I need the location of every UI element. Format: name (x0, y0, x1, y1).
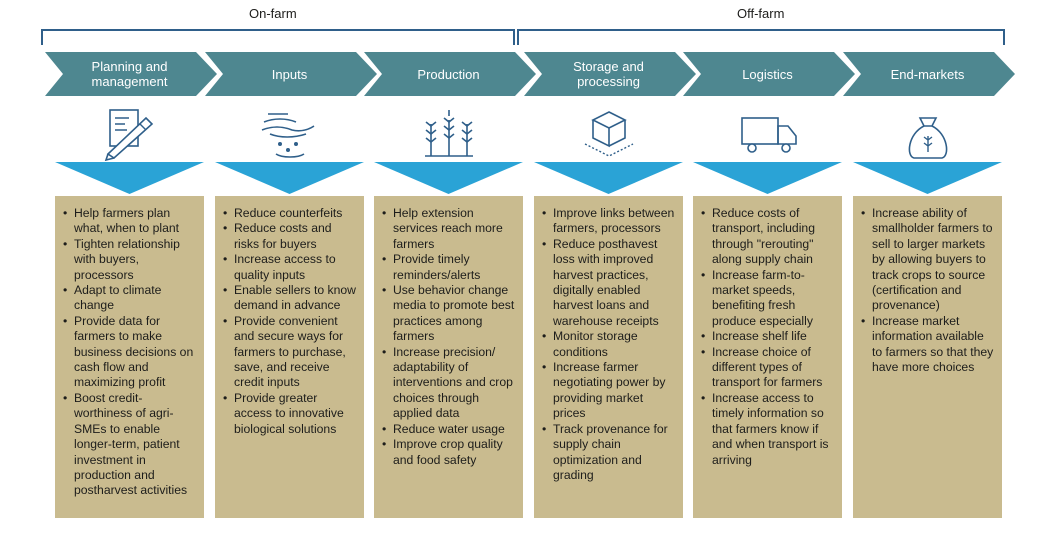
bullet-item: Reduce water usage (382, 422, 515, 438)
box-inputs: Reduce counterfeitsReduce costs and risk… (215, 196, 364, 518)
chevron-storage-and-processing: Storage and processing (524, 52, 696, 96)
pen-paper-icon (50, 104, 210, 162)
bullet-item: Provide convenient and secure ways for f… (223, 314, 356, 391)
truck-icon (688, 104, 848, 158)
bullet-list: Reduce counterfeitsReduce costs and risk… (223, 206, 356, 437)
chevron-end-markets: End-markets (843, 52, 1015, 96)
bullet-item: Increase choice of different types of tr… (701, 345, 834, 391)
chevron-shape (45, 52, 217, 96)
stage-title: End-markets (890, 66, 965, 82)
bullet-item: Increase shelf life (701, 329, 834, 345)
bullet-list: Increase ability of smallholder farmers … (861, 206, 994, 375)
bullet-item: Provide timely reminders/alerts (382, 252, 515, 283)
bullet-item: Improve crop quality and food safety (382, 437, 515, 468)
bullet-item: Reduce costs and risks for buyers (223, 221, 356, 252)
chevron-logistics: Logistics (683, 52, 855, 96)
pointer-triangle (693, 162, 842, 199)
pointer-triangle (534, 162, 683, 199)
box-production: Help extension services reach more farme… (374, 196, 523, 518)
bullet-item: Improve links between farmers, processor… (542, 206, 675, 237)
bullet-item: Increase market information available to… (861, 314, 994, 376)
stage-title: Storage and processing (573, 59, 644, 89)
bullet-item: Provide greater access to innovative bio… (223, 391, 356, 437)
bullet-item: Help farmers plan what, when to plant (63, 206, 196, 237)
bullet-list: Reduce costs of transport, including thr… (701, 206, 834, 468)
bullet-item: Reduce costs of transport, including thr… (701, 206, 834, 268)
bullet-item: Reduce counterfeits (223, 206, 356, 222)
bullet-item: Boost credit-worthiness of agri-SMEs to … (63, 391, 196, 499)
box-end-markets: Increase ability of smallholder farmers … (853, 196, 1002, 518)
box-logistics: Reduce costs of transport, including thr… (693, 196, 842, 518)
bullet-item: Increase ability of smallholder farmers … (861, 206, 994, 314)
bullet-item: Provide data for farmers to make busines… (63, 314, 196, 391)
bullet-item: Reduce posthavest loss with improved har… (542, 237, 675, 329)
bullet-item: Adapt to climate change (63, 283, 196, 314)
bullet-item: Increase farm-to-market speeds, benefiti… (701, 268, 834, 330)
box-planning-and-management: Help farmers plan what, when to plantTig… (55, 196, 204, 518)
stage-title: Planning and management (91, 59, 168, 89)
chevron-shape (205, 52, 377, 96)
bullet-item: Track provenance for supply chain optimi… (542, 422, 675, 484)
bullet-item: Increase precision/ adaptability of inte… (382, 345, 515, 422)
box-storage-and-processing: Improve links between farmers, processor… (534, 196, 683, 518)
hand-seeds-icon (210, 104, 370, 158)
bullet-item: Increase farmer negotiating power by pro… (542, 360, 675, 422)
chevron-shape (524, 52, 696, 96)
bullet-list: Help extension services reach more farme… (382, 206, 515, 468)
on-farm-bracket (41, 29, 515, 45)
chevron-production: Production (364, 52, 536, 96)
storage-boxes-icon (529, 104, 689, 158)
off-farm-label: Off-farm (737, 6, 785, 21)
chevron-inputs: Inputs (205, 52, 377, 96)
chevron-shape (683, 52, 855, 96)
bullet-list: Improve links between farmers, processor… (542, 206, 675, 483)
wheat-crops-icon (369, 104, 529, 158)
chevron-planning-and-management: Planning and management (45, 52, 217, 96)
stage-title: Inputs (271, 66, 308, 82)
bullet-item: Help extension services reach more farme… (382, 206, 515, 252)
bullet-list: Help farmers plan what, when to plantTig… (63, 206, 196, 499)
chevron-shape (364, 52, 536, 96)
bullet-item: Increase access to timely information so… (701, 391, 834, 468)
pointer-triangle (374, 162, 523, 199)
bullet-item: Use behavior change media to promote bes… (382, 283, 515, 345)
bullet-item: Increase access to quality inputs (223, 252, 356, 283)
stage-title: Logistics (742, 66, 793, 82)
bullet-item: Tighten relationship with buyers, proces… (63, 237, 196, 283)
off-farm-bracket (517, 29, 1005, 45)
bullet-item: Enable sellers to know demand in advance (223, 283, 356, 314)
pointer-triangle (853, 162, 1002, 199)
pointer-triangle (55, 162, 204, 199)
stage-title: Production (417, 66, 480, 82)
grain-sack-icon (848, 104, 1008, 159)
on-farm-label: On-farm (249, 6, 297, 21)
bullet-item: Monitor storage conditions (542, 329, 675, 360)
chevron-shape (843, 52, 1015, 96)
pointer-triangle (215, 162, 364, 199)
